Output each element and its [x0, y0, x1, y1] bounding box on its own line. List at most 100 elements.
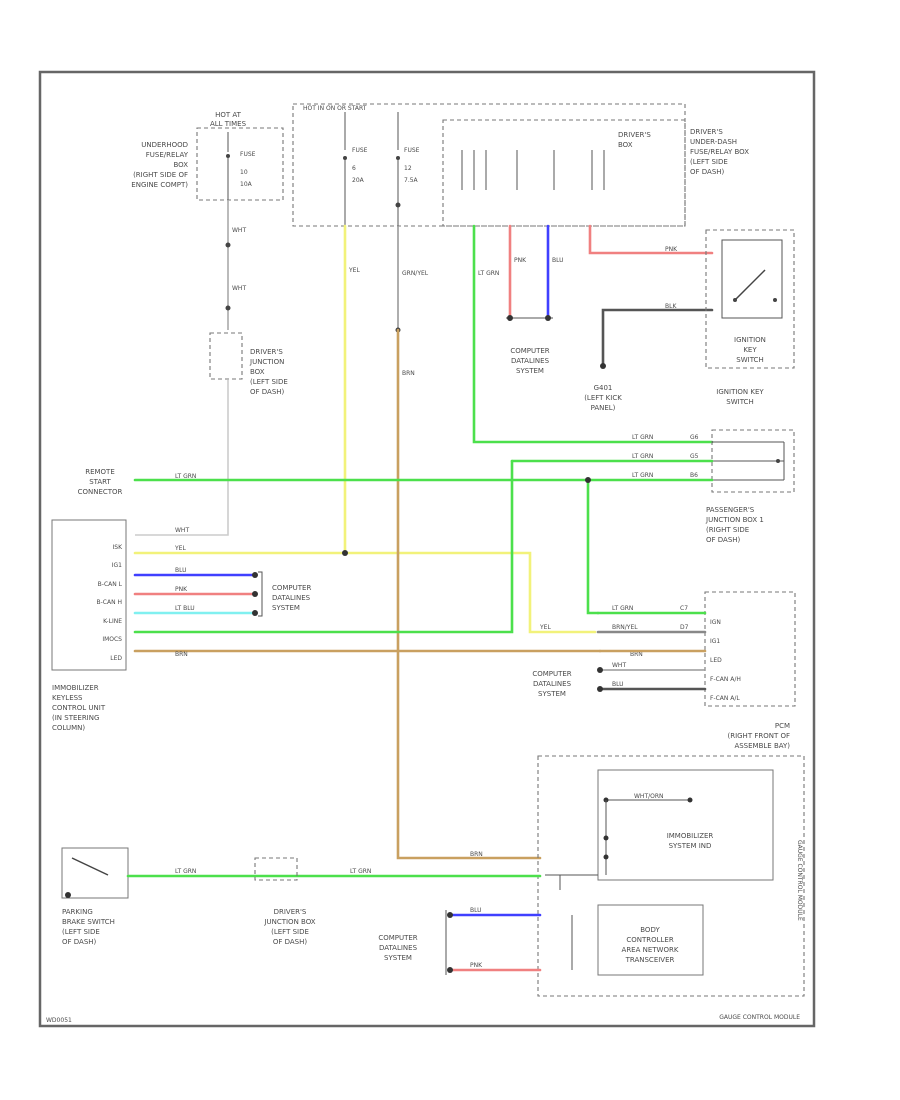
diagram-label: OF DASH) — [690, 168, 725, 176]
diagram-label: PNK — [514, 257, 527, 264]
diagram-label: PARKING — [62, 908, 93, 916]
diagram-label: AREA NETWORK — [622, 946, 679, 954]
diagram-label: IMOCS — [102, 636, 122, 643]
ignition-key-switch: PNK BLK IGNITION KEY SWITCH — [588, 224, 795, 369]
diagram-label: BODY — [640, 926, 660, 934]
diagram-label: BLU — [470, 907, 482, 914]
diagram-label: TRANSCEIVER — [625, 956, 675, 964]
drivers-under-dash-label: DRIVER'S UNDER-DASH FUSE/RELAY BOX (LEFT… — [690, 128, 749, 176]
diagram-label: SWITCH — [726, 398, 753, 406]
diagram-label: D7 — [680, 624, 689, 631]
diagram-label: DATALINES — [272, 594, 311, 602]
diagram-label: LT GRN — [350, 868, 371, 875]
diagram-label: OF DASH) — [250, 388, 285, 396]
diagram-label: IG1 — [112, 562, 122, 569]
diagram-label: COMPUTER — [532, 670, 571, 678]
gauge-control-module: WHT/ORN IMMOBILIZER SYSTEM IND BODY CONT… — [537, 755, 805, 1021]
wire-datalines-top: PNK BLU — [506, 224, 564, 321]
diagram-label: YEL — [539, 624, 551, 631]
diagram-label: SWITCH — [736, 356, 763, 364]
diagram-label: PANEL) — [591, 404, 616, 412]
diagram-label: (RIGHT SIDE OF — [133, 171, 188, 179]
diagram-label: PNK — [175, 586, 188, 593]
diagram-label: PNK — [665, 246, 678, 253]
diagram-label: LED — [710, 657, 722, 664]
diagram-label: FUSE — [404, 147, 420, 154]
diagram-label: 10A — [240, 181, 253, 188]
diagram-label: CONTROLLER — [626, 936, 674, 944]
diagram-label: ASSEMBLE BAY) — [734, 742, 790, 750]
diagram-label: BOX — [618, 141, 633, 149]
diagram-label: WHT — [612, 662, 626, 669]
diagram-label: ISK — [112, 544, 123, 551]
diagram-label: (LEFT KICK — [584, 394, 622, 402]
diagram-label: FUSE — [352, 147, 368, 154]
diagram-label: HOT AT — [215, 111, 242, 119]
underhood-fuse-box: UNDERHOOD FUSE/RELAY BOX (RIGHT SIDE OF … — [131, 111, 284, 201]
diagram-label: LT GRN — [632, 434, 653, 441]
diagram-label: BLU — [175, 567, 187, 574]
diagram-label: (RIGHT SIDE — [706, 526, 749, 534]
diagram-label: B-CAN H — [97, 599, 122, 606]
diagram-label: OF DASH) — [62, 938, 97, 946]
diagram-label: BRN — [470, 851, 483, 858]
diagram-label: 6 — [352, 165, 356, 172]
diagram-label: GAUGE CONTROL MODULE — [719, 1014, 800, 1021]
diagram-label: (LEFT SIDE — [690, 158, 728, 166]
diagram-label: REMOTE — [85, 468, 115, 476]
diagram-label: B-CAN L — [98, 581, 123, 588]
wire-white-isk: WHT WHT WHT — [135, 200, 246, 536]
diagram-label: OF DASH) — [273, 938, 308, 946]
diagram-label: COMPUTER — [272, 584, 311, 592]
diagram-label: IMMOBILIZER — [667, 832, 714, 840]
diagram-label: KEYLESS — [52, 694, 83, 702]
diagram-label: (RIGHT FRONT OF — [727, 732, 790, 740]
diagram-label: B6 — [690, 472, 698, 479]
diagram-label: DATALINES — [379, 944, 418, 952]
diagram-label: GRN/YEL — [402, 270, 429, 277]
diagram-label: YEL — [348, 267, 360, 274]
diagram-label: OF DASH) — [706, 536, 741, 544]
diagram-label: SYSTEM — [384, 954, 412, 962]
diagram-label: PNK — [470, 962, 483, 969]
diagram-label: LT GRN — [175, 473, 196, 480]
diagram-label: COMPUTER — [510, 347, 549, 355]
diagram-label: G401 — [594, 384, 613, 392]
diagram-label: CONNECTOR — [78, 488, 123, 496]
diagram-label: IGN — [710, 619, 721, 626]
diagram-label: KEY — [743, 346, 757, 354]
diagram-label: (LEFT SIDE — [271, 928, 309, 936]
diagram-label: G6 — [690, 434, 699, 441]
diagram-label: IMMOBILIZER — [52, 684, 99, 692]
diagram-label: JUNCTION — [249, 358, 284, 366]
diagram-label: WHT — [232, 285, 246, 292]
diagram-label: WHT — [175, 527, 189, 534]
diagram-label: SYSTEM — [272, 604, 300, 612]
diagram-label: BOX — [173, 161, 188, 169]
diagram-label: 7.5A — [404, 177, 419, 184]
diagram-label: WHT/ORN — [634, 793, 664, 800]
diagram-label: LT GRN — [632, 453, 653, 460]
diagram-label: SYSTEM — [516, 367, 544, 375]
diagram-label: LT GRN — [478, 270, 499, 277]
diagram-label: LED — [110, 655, 122, 662]
diagram-label: BLU — [552, 257, 564, 264]
diagram-label: C7 — [680, 605, 688, 612]
diagram-label: ENGINE COMPT) — [131, 181, 188, 189]
diagram-label: LT GRN — [632, 472, 653, 479]
diagram-label: DRIVER'S — [618, 131, 651, 139]
passengers-junction-box: LT GRN LT GRN LT GRN G6 G5 B6 — [133, 429, 795, 634]
diagram-label: SYSTEM IND — [669, 842, 712, 850]
diagram-label: DATALINES — [533, 680, 572, 688]
diagram-label: LT GRN — [612, 605, 633, 612]
diagram-label: BOX — [250, 368, 265, 376]
diagram-label: BRN — [402, 370, 415, 377]
immobilizer-control-unit: ISK IG1 B-CAN L B-CAN H K-LINE IMOCS LED… — [51, 519, 263, 671]
diagram-label: DATALINES — [511, 357, 550, 365]
diagram-label: ALL TIMES — [210, 120, 247, 128]
diagram-label: F-CAN A/L — [710, 695, 740, 702]
diagram-label: FUSE/RELAY — [146, 151, 189, 159]
diagram-label: BRN — [175, 651, 188, 658]
diagram-label: IGNITION — [734, 336, 766, 344]
